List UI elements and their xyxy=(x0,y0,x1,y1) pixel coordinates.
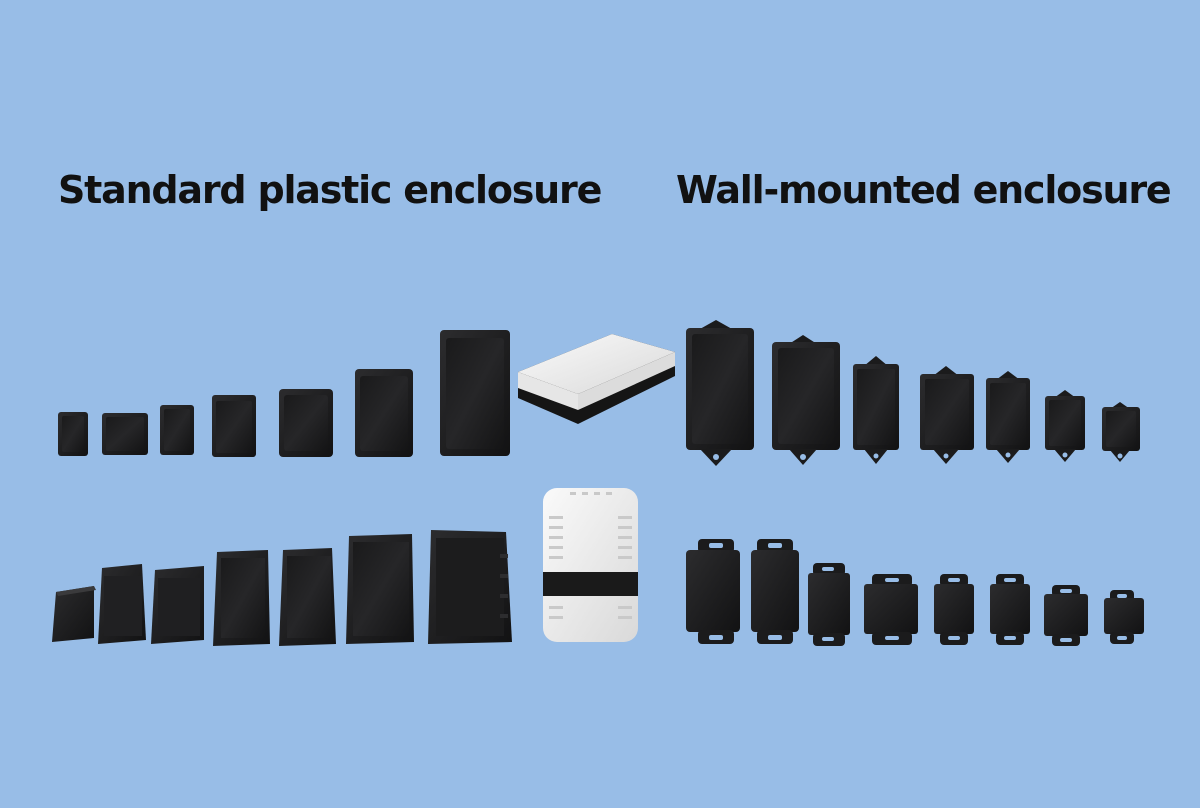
wall-mount-enclosure xyxy=(686,320,754,466)
enclosure-box xyxy=(346,534,414,644)
standard-enclosures-row-1 xyxy=(58,330,510,457)
standard-enclosures-row-2 xyxy=(52,530,512,646)
wall-mount-enclosure xyxy=(853,356,899,464)
white-desktop-enclosure xyxy=(518,334,675,424)
enclosure-box xyxy=(279,389,333,457)
wall-mount-enclosure xyxy=(772,335,840,465)
enclosure-box xyxy=(52,586,96,642)
wall-mount-enclosure xyxy=(990,574,1030,645)
wall-mount-enclosure xyxy=(1044,585,1088,646)
enclosure-box xyxy=(428,530,512,644)
wall-mount-enclosure xyxy=(920,366,974,464)
enclosure-box xyxy=(98,564,146,644)
enclosure-box xyxy=(102,413,148,455)
wall-mount-enclosure xyxy=(864,574,918,645)
wall-mount-enclosure xyxy=(808,563,850,646)
wall-mount-enclosure xyxy=(1104,590,1144,644)
wall-mounted-enclosures-row-1 xyxy=(686,320,1140,466)
enclosure-box xyxy=(213,550,270,646)
standard-enclosure-title: Standard plastic enclosure xyxy=(58,168,602,212)
wall-mount-enclosure xyxy=(1045,390,1085,462)
wall-mount-enclosure xyxy=(986,371,1030,463)
wall-mount-enclosure xyxy=(934,574,974,645)
enclosure-box xyxy=(160,405,194,455)
enclosure-box xyxy=(279,548,336,646)
enclosure-box xyxy=(355,369,413,457)
enclosure-box xyxy=(58,412,88,456)
wall-mount-enclosure xyxy=(686,539,740,644)
wall-mount-enclosure xyxy=(751,539,799,644)
wall-mount-enclosure xyxy=(1102,402,1140,462)
wall-mounted-enclosure-title: Wall-mounted enclosure xyxy=(676,168,1172,212)
white-vented-enclosure xyxy=(543,488,638,642)
enclosure-box xyxy=(212,395,256,457)
wall-mounted-enclosures-row-2 xyxy=(686,539,1144,646)
enclosure-box xyxy=(151,566,204,644)
enclosure-box xyxy=(440,330,510,456)
